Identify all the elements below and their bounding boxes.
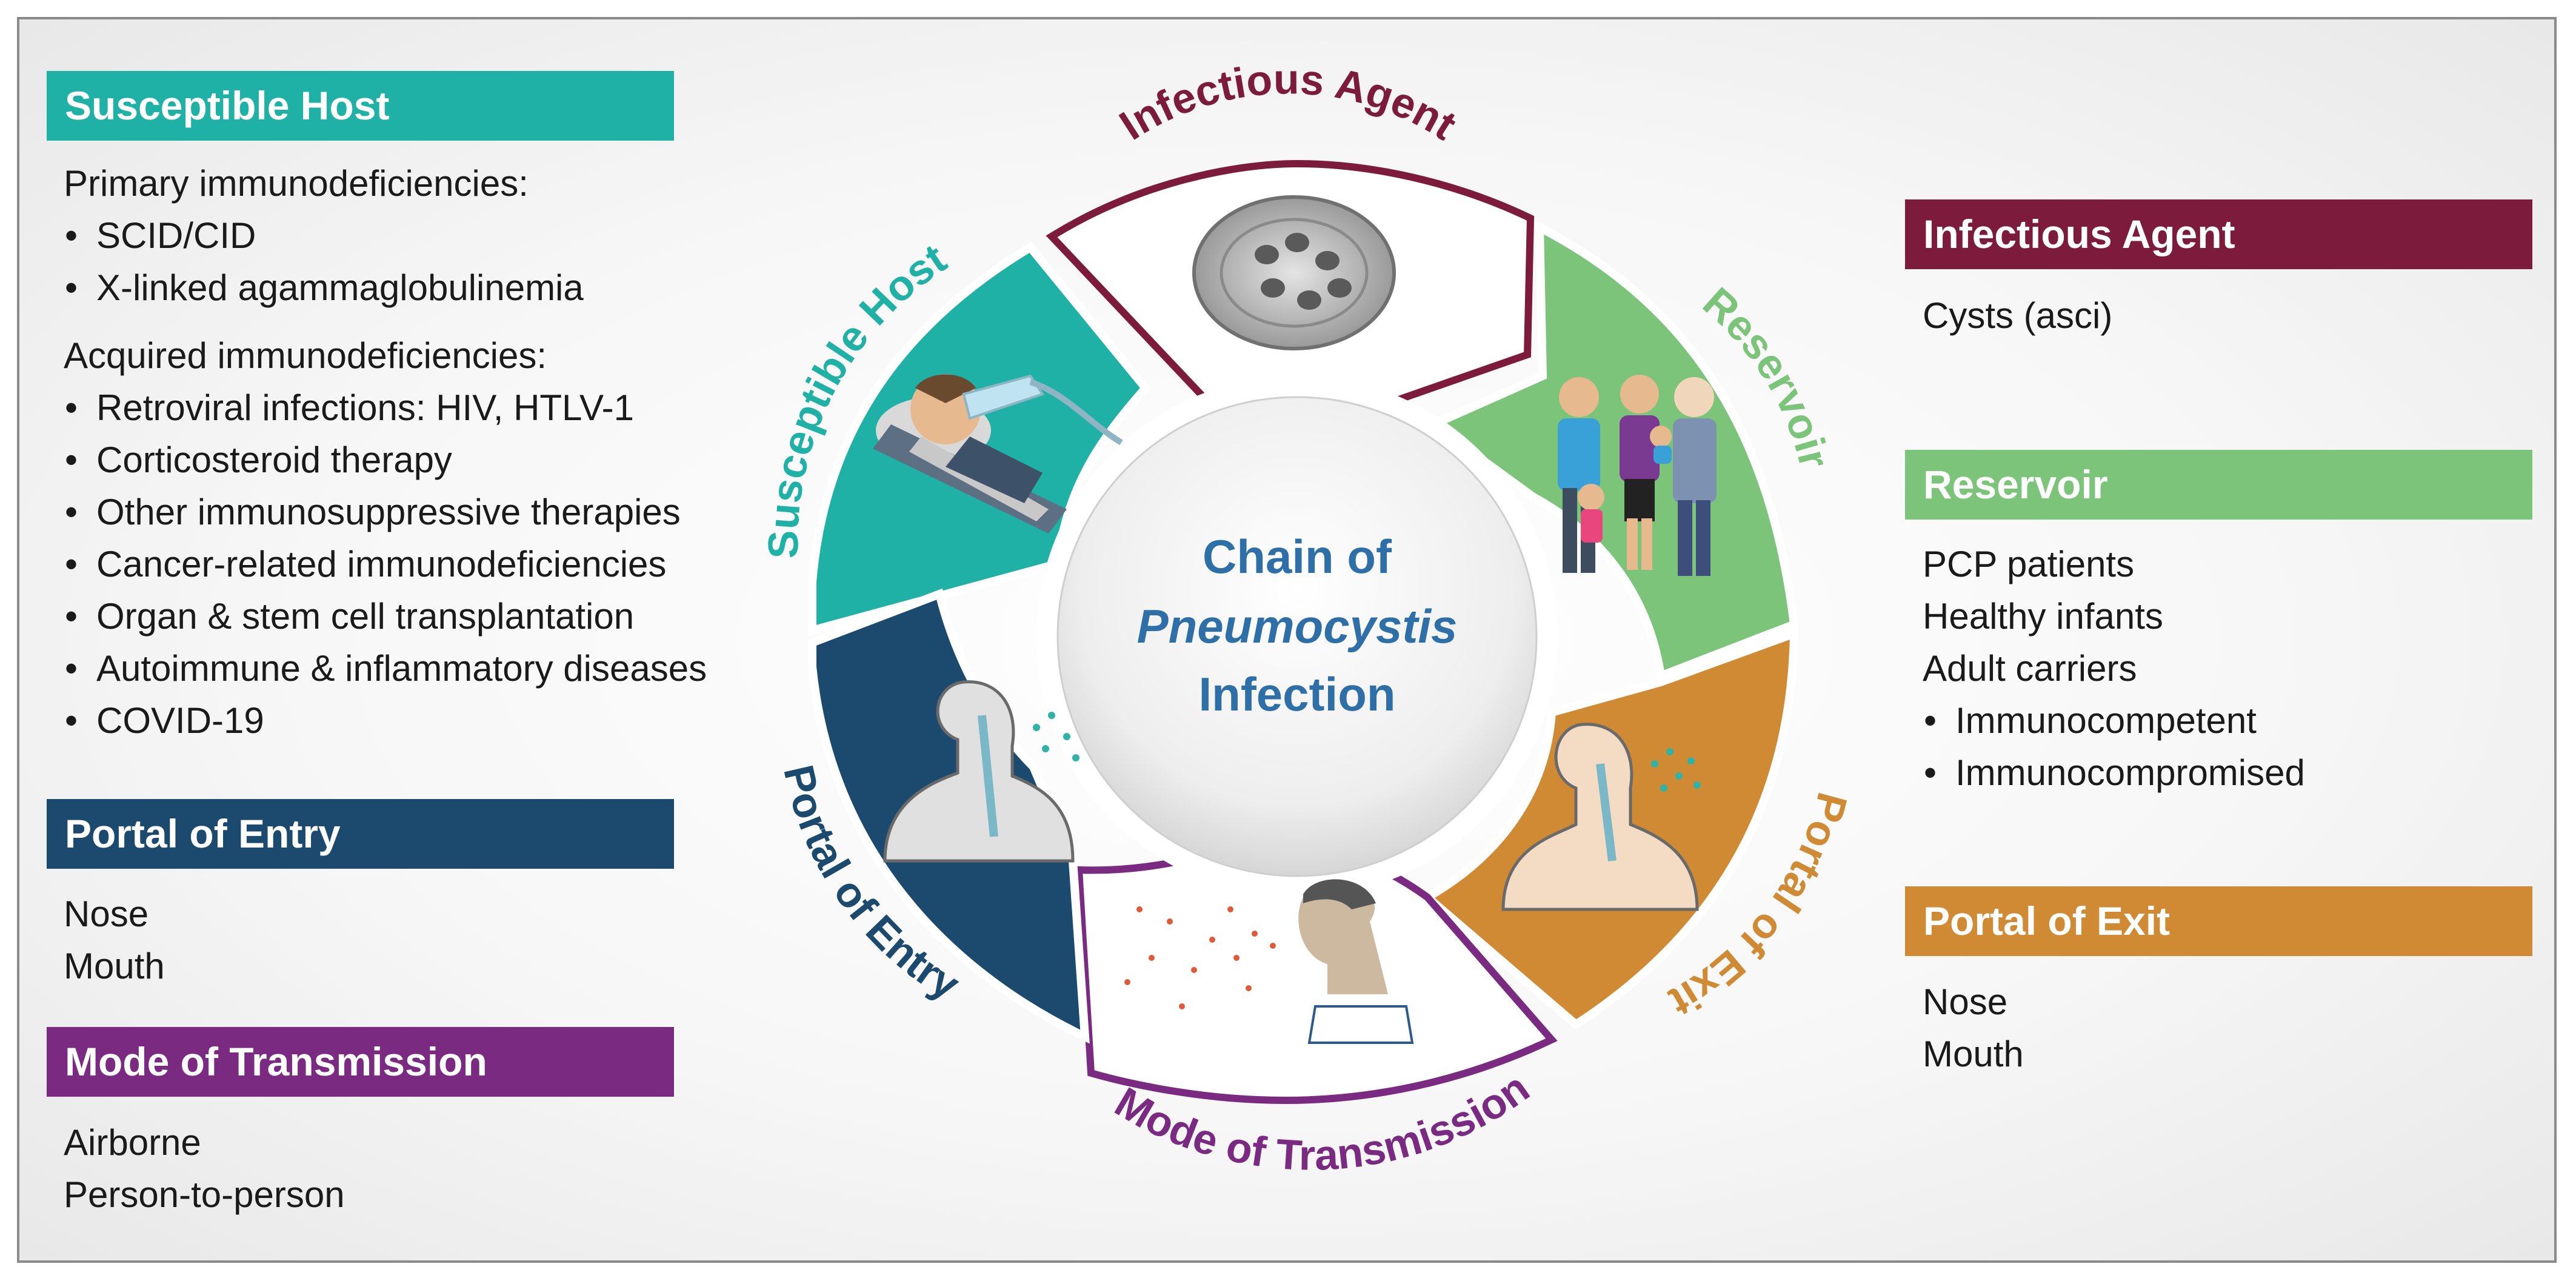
center-circle: Chain of Pneumocystis Infection bbox=[1036, 376, 1558, 897]
portal-of-exit-header: Portal of Exit bbox=[1905, 886, 2532, 956]
list-item: Person-to-person bbox=[64, 1174, 345, 1215]
list-item: Nose bbox=[64, 894, 149, 934]
primary-list: SCID/CID X-linked agammaglobulinemia bbox=[64, 210, 707, 314]
primary-heading: Primary immunodeficiencies: bbox=[64, 163, 529, 204]
list-item: PCP patients bbox=[1923, 544, 2135, 584]
family-illustration bbox=[1558, 375, 1717, 576]
ring-label-infectious-agent: Infectious Agent bbox=[1112, 55, 1465, 149]
portal-of-entry-body: Nose Mouth bbox=[64, 888, 165, 992]
list-item: Corticosteroid therapy bbox=[64, 434, 707, 486]
portal-of-entry-header: Portal of Entry bbox=[47, 799, 674, 869]
infectious-agent-header: Infectious Agent bbox=[1905, 199, 2532, 269]
list-item: Immunocompromised bbox=[1923, 747, 2305, 799]
acquired-heading: Acquired immunodeficiencies: bbox=[64, 335, 547, 376]
list-item: SCID/CID bbox=[64, 210, 707, 262]
list-item: Cysts (asci) bbox=[1923, 295, 2113, 336]
susceptible-host-body: Primary immunodeficiencies: SCID/CID X-l… bbox=[64, 158, 707, 747]
list-item: Airborne bbox=[64, 1122, 201, 1163]
list-item: Adult carriers bbox=[1923, 648, 2137, 689]
list-item: Immunocompetent bbox=[1923, 695, 2305, 747]
cyst-illustration bbox=[1192, 195, 1396, 350]
list-item: Cancer-related immunodeficiencies bbox=[64, 538, 707, 590]
infectious-agent-body: Cysts (asci) bbox=[1923, 290, 2112, 342]
list-item: Organ & stem cell transplantation bbox=[64, 590, 707, 643]
portal-of-entry-illustration bbox=[883, 680, 1079, 863]
list-item: Nose bbox=[1923, 982, 2008, 1022]
reservoir-header: Reservoir bbox=[1905, 450, 2532, 520]
patient-ventilator-illustration bbox=[873, 374, 1123, 533]
center-title-line3: Infection bbox=[1199, 667, 1396, 721]
list-item: Other immunosuppressive therapies bbox=[64, 486, 707, 538]
list-item: Autoimmune & inflammatory diseases bbox=[64, 643, 707, 695]
list-item: Mouth bbox=[64, 946, 165, 986]
list-item: COVID-19 bbox=[64, 695, 707, 747]
susceptible-host-header: Susceptible Host bbox=[47, 71, 674, 141]
mode-of-transmission-body: Airborne Person-to-person bbox=[64, 1117, 345, 1221]
center-title-line2: Pneumocystis bbox=[1137, 600, 1458, 653]
portal-of-exit-illustration bbox=[1501, 723, 1701, 911]
mode-of-transmission-header: Mode of Transmission bbox=[47, 1027, 674, 1097]
person-coughing-illustration bbox=[1124, 879, 1414, 1044]
reservoir-body: PCP patients Healthy infants Adult carri… bbox=[1923, 538, 2305, 799]
list-item: Retroviral infections: HIV, HTLV-1 bbox=[64, 382, 707, 434]
list-item: Healthy infants bbox=[1923, 596, 2163, 637]
list-item: Mouth bbox=[1923, 1034, 2024, 1074]
portal-of-exit-body: Nose Mouth bbox=[1923, 976, 2024, 1080]
carrier-sub-list: Immunocompetent Immunocompromised bbox=[1923, 695, 2305, 799]
acquired-list: Retroviral infections: HIV, HTLV-1 Corti… bbox=[64, 382, 707, 747]
list-item: X-linked agammaglobulinemia bbox=[64, 262, 707, 314]
center-title-line1: Chain of bbox=[1203, 530, 1392, 583]
